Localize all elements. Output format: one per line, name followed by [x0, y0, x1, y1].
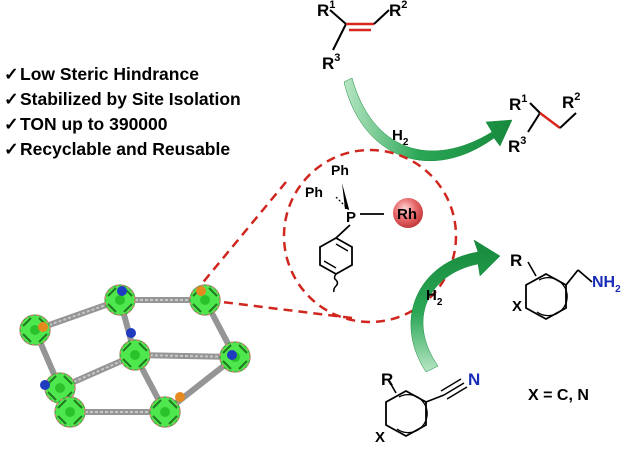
nitrile-reactant: R X N — [375, 370, 480, 446]
catalytic-site-blue — [126, 328, 136, 338]
catalytic-site-blue — [227, 350, 237, 360]
checkmark-icon: ✓ — [4, 139, 19, 159]
hydrogenation-arrow-nitrile — [410, 239, 501, 373]
amine-r: R — [510, 251, 522, 270]
feature-text: Recyclable and Reusable — [20, 139, 231, 159]
amine-ring-x: X — [512, 298, 522, 315]
feature-text: TON up to 390000 — [20, 114, 168, 134]
alkane-product: R1 R2 R3 — [508, 91, 580, 156]
mof-cage — [119, 339, 151, 371]
zoom-line-bottom — [205, 298, 353, 320]
nitrile-r: R — [381, 370, 393, 389]
alkane-r1: R1 — [509, 93, 527, 114]
nitrile-ring-x: X — [375, 429, 385, 446]
catalytic-site-orange — [175, 392, 185, 402]
alkane-r3: R3 — [508, 135, 526, 156]
checkmark-icon: ✓ — [4, 114, 19, 134]
catalytic-site-orange — [196, 286, 206, 296]
amine-nh2: NH2 — [592, 274, 621, 295]
catalytic-site-orange — [38, 322, 48, 332]
mof-cage — [149, 396, 181, 428]
feature-item: ✓TON up to 390000 — [4, 112, 241, 137]
mof-cage — [54, 396, 86, 428]
alkane-r2: R2 — [562, 91, 580, 112]
hydrogenation-arrow-alkene — [343, 77, 513, 161]
x-definition: X = C, N — [528, 387, 589, 404]
alkene-h2-label: H2 — [392, 127, 409, 148]
phosphorus-atom: P — [346, 209, 356, 226]
mof-framework — [19, 284, 251, 428]
amine-product: R X NH2 — [510, 251, 621, 321]
catalytic-site-blue — [117, 286, 127, 296]
rhodium-center — [393, 198, 423, 228]
nitrile-n: N — [468, 370, 480, 389]
ligand-ph-left: Ph — [305, 184, 323, 200]
feature-text: Low Steric Hindrance — [20, 64, 199, 84]
phosphine-ligand: Ph Ph P Rh — [305, 162, 423, 293]
checkmark-icon: ✓ — [4, 89, 19, 109]
zoom-line-top — [199, 181, 287, 287]
nitrile-h2-label: H2 — [426, 287, 443, 308]
catalyst-zoom-circle — [282, 148, 458, 324]
alkene-r1: R1 — [317, 0, 335, 20]
alkene-r3: R3 — [322, 52, 340, 73]
feature-item: ✓Stabilized by Site Isolation — [4, 87, 241, 112]
ligand-ph-top: Ph — [331, 162, 349, 178]
feature-item: ✓Low Steric Hindrance — [4, 62, 241, 87]
checkmark-icon: ✓ — [4, 64, 19, 84]
svg-text:Rh: Rh — [397, 206, 417, 223]
new-single-bond — [539, 112, 561, 129]
feature-item: ✓Recyclable and Reusable — [4, 137, 241, 162]
feature-list: ✓Low Steric Hindrance ✓Stabilized by Sit… — [4, 62, 241, 162]
alkene-r2: R2 — [389, 0, 407, 20]
catalytic-site-blue — [40, 380, 50, 390]
alkene-reactant: R1 R2 R3 — [317, 0, 407, 73]
feature-text: Stabilized by Site Isolation — [20, 89, 241, 109]
